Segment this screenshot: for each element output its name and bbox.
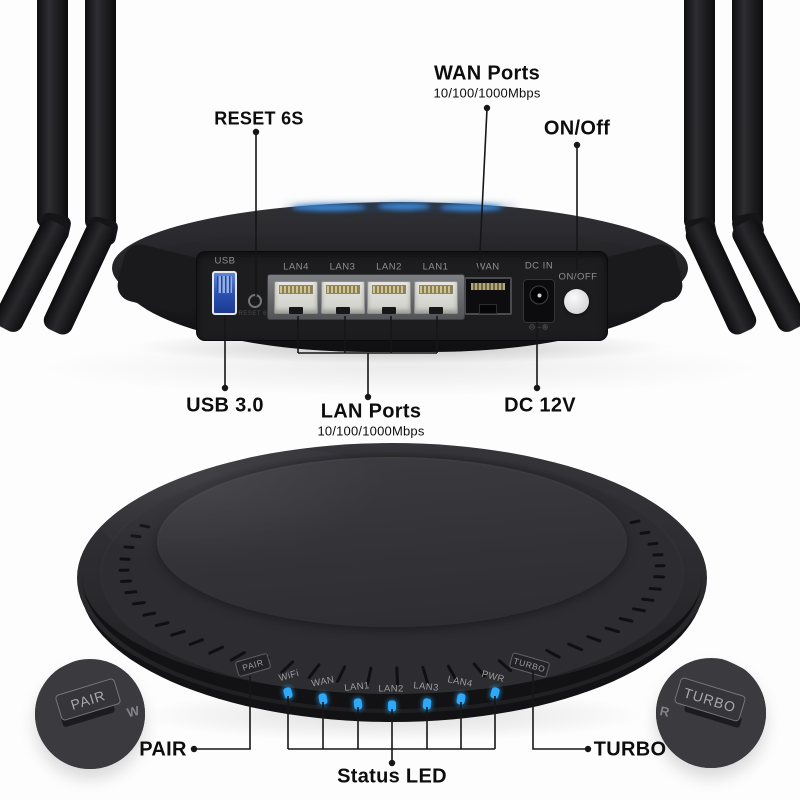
wan-port-pins	[471, 283, 505, 290]
disc-highlight	[95, 447, 425, 577]
led-glow-segment	[378, 203, 430, 210]
antenna-right-inner	[684, 0, 715, 230]
status-led	[353, 698, 363, 710]
wan-port-notch	[479, 304, 497, 314]
status-led	[422, 698, 432, 710]
callout-lan-title: LAN Ports	[320, 400, 422, 423]
callout-lan-sub: 10/100/1000Mbps	[317, 423, 425, 439]
dc-jack-pin	[537, 293, 541, 297]
turbo-zoom-inset: TURBO R	[656, 658, 766, 768]
vent-slot	[118, 568, 130, 572]
power-button	[564, 289, 589, 314]
lan-port-pins	[279, 285, 313, 294]
inset-pair-label: PAIR	[68, 686, 108, 713]
lan-port-notch	[289, 307, 303, 314]
lan-port-label: LAN2	[376, 261, 402, 273]
wan-port	[464, 277, 512, 315]
callout-onoff-label: ON/Off	[543, 117, 611, 140]
polarity-icon: ⊖–⊕	[528, 322, 550, 332]
callout-dot	[573, 141, 581, 149]
antenna-right-outer	[732, 0, 763, 228]
lan-port-notch	[335, 307, 350, 314]
lan-port-pins	[418, 285, 453, 294]
pair-button-label: PAIR	[241, 657, 265, 673]
lan-port	[320, 281, 365, 314]
led-printed-label: LAN2	[378, 683, 404, 695]
lan-port-label: LAN1	[422, 261, 449, 273]
antenna-left-inner	[85, 0, 116, 230]
pair-zoom-inset: PAIR W	[35, 659, 145, 769]
lan-port-notch	[428, 307, 443, 314]
callout-status-led-label: Status LED	[337, 765, 447, 788]
callout-dot	[584, 745, 592, 753]
lan-port	[413, 281, 458, 314]
lan-port-pins	[325, 285, 360, 294]
callout-wan-sub: 10/100/1000Mbps	[433, 85, 541, 101]
lan-port-notch	[382, 307, 396, 314]
callout-pair-label: PAIR	[139, 738, 187, 761]
lan-port	[274, 281, 318, 314]
vent-slot	[119, 556, 131, 561]
wan-port-label: WAN	[476, 261, 500, 273]
led-glow-segment	[292, 204, 366, 211]
callout-wan-title: WAN Ports	[433, 62, 541, 85]
onoff-panel-label: ON/OFF	[558, 271, 598, 283]
dc-in-label: DC IN	[524, 260, 554, 272]
callout-dot	[190, 745, 198, 753]
usb-tongue	[217, 276, 232, 293]
callout-dot	[483, 104, 491, 112]
callout-dot	[252, 128, 260, 136]
lan-port-pins	[372, 285, 406, 294]
reset-button	[248, 294, 262, 308]
usb-port-label: USB	[214, 255, 236, 267]
usb-port	[212, 271, 237, 315]
lan-port	[367, 281, 411, 314]
antenna-left-outer	[37, 0, 68, 228]
led-glow-segment	[440, 204, 502, 211]
callout-reset-label: RESET 6S	[214, 108, 304, 129]
lan-port-label: LAN3	[329, 261, 356, 273]
callout-usb-label: USB 3.0	[186, 394, 264, 417]
callout-turbo-label: TURBO	[593, 738, 667, 761]
dc-jack-hole	[529, 285, 549, 305]
lan-port-label: LAN4	[283, 261, 309, 273]
reset-small-label: RESET 6S	[238, 311, 272, 317]
status-led	[388, 700, 396, 712]
callout-dc-label: DC 12V	[504, 394, 576, 417]
dc-power-jack	[523, 279, 555, 323]
disc-inner-surface	[157, 457, 627, 627]
